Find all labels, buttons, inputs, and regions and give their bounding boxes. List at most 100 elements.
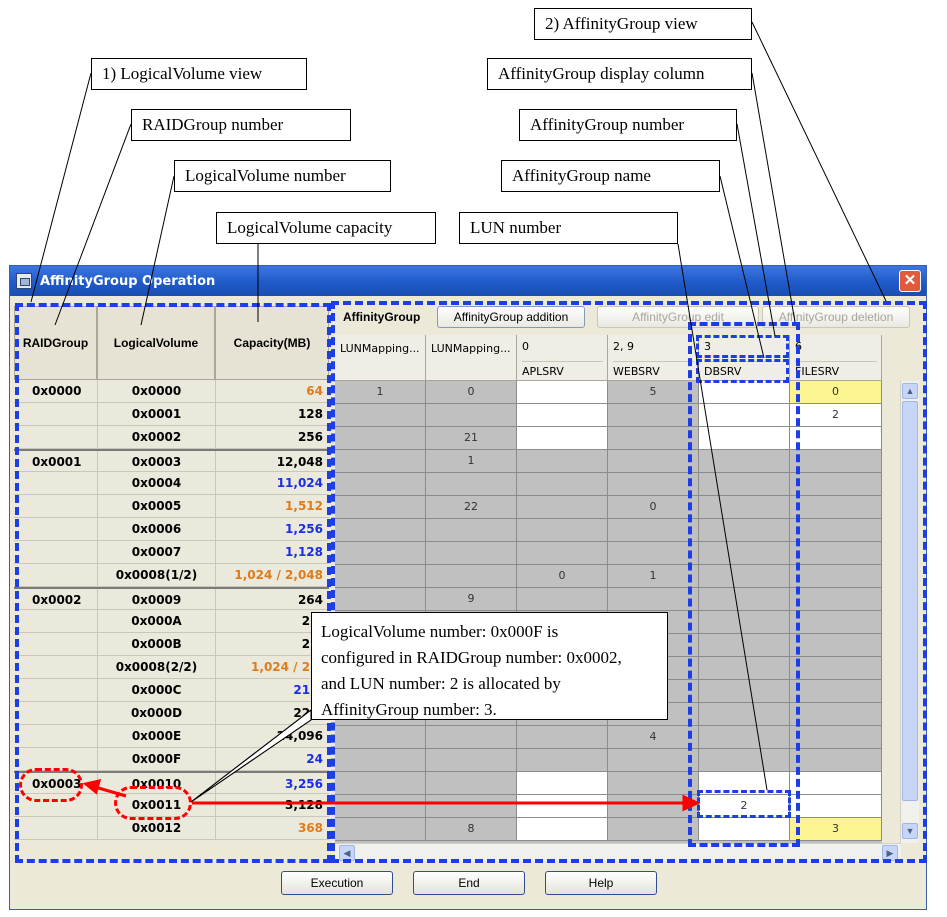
- lun-cell[interactable]: 21: [426, 427, 517, 450]
- close-button[interactable]: ✕: [899, 270, 921, 292]
- lun-cell[interactable]: [790, 726, 882, 749]
- lun-cell[interactable]: [699, 657, 790, 680]
- lun-cell[interactable]: [790, 772, 882, 795]
- lun-cell[interactable]: [608, 519, 699, 542]
- lun-cell[interactable]: [790, 634, 882, 657]
- lun-cell[interactable]: [517, 588, 608, 611]
- lun-cell[interactable]: [790, 427, 882, 450]
- lun-cell[interactable]: [335, 542, 426, 565]
- lun-cell[interactable]: 0: [517, 565, 608, 588]
- lun-cell[interactable]: [699, 473, 790, 496]
- lun-cell[interactable]: [517, 473, 608, 496]
- lun-cell[interactable]: [699, 588, 790, 611]
- lun-cell[interactable]: 22: [426, 496, 517, 519]
- column-header-raidgroup[interactable]: RAIDGroup: [14, 306, 97, 380]
- lun-cell[interactable]: [335, 749, 426, 772]
- lun-cell[interactable]: [426, 772, 517, 795]
- lun-cell[interactable]: [790, 680, 882, 703]
- lun-cell[interactable]: [426, 565, 517, 588]
- lun-cell[interactable]: 4: [608, 726, 699, 749]
- lun-cell[interactable]: 0: [790, 381, 882, 404]
- lun-cell[interactable]: 3: [790, 818, 882, 841]
- column-header-logicalvolume[interactable]: LogicalVolume: [97, 306, 215, 380]
- lun-cell[interactable]: [517, 381, 608, 404]
- lun-cell[interactable]: [335, 818, 426, 841]
- lun-cell[interactable]: [426, 795, 517, 818]
- logicalvolume-row[interactable]: 0x0008(2/2)1,024 / 2,0: [14, 656, 329, 679]
- lun-cell[interactable]: [699, 404, 790, 427]
- lun-cell[interactable]: 2: [790, 404, 882, 427]
- lun-cell[interactable]: [517, 772, 608, 795]
- lun-cell[interactable]: [426, 519, 517, 542]
- lun-cell[interactable]: [699, 542, 790, 565]
- lun-cell[interactable]: [608, 749, 699, 772]
- lun-cell[interactable]: [699, 818, 790, 841]
- lun-cell[interactable]: [608, 404, 699, 427]
- lun-cell[interactable]: [426, 473, 517, 496]
- lun-cell[interactable]: [790, 496, 882, 519]
- lun-cell[interactable]: [790, 611, 882, 634]
- lun-cell[interactable]: [426, 726, 517, 749]
- lun-cell[interactable]: 5: [608, 381, 699, 404]
- lun-cell[interactable]: [608, 427, 699, 450]
- lun-cell[interactable]: [517, 795, 608, 818]
- lun-cell[interactable]: [790, 657, 882, 680]
- lun-cell[interactable]: [699, 703, 790, 726]
- lun-cell[interactable]: [335, 496, 426, 519]
- affinitygroup-addition-button[interactable]: AffinityGroup addition: [437, 306, 585, 328]
- lun-cell[interactable]: [790, 519, 882, 542]
- end-button[interactable]: End: [413, 871, 525, 895]
- lun-cell[interactable]: [790, 795, 882, 818]
- lun-cell[interactable]: [335, 519, 426, 542]
- lun-cell[interactable]: [517, 519, 608, 542]
- affinitygroup-column-header[interactable]: LUNMapping...: [335, 335, 426, 381]
- lun-cell[interactable]: [790, 565, 882, 588]
- lun-cell[interactable]: [426, 404, 517, 427]
- lun-cell[interactable]: [517, 749, 608, 772]
- lun-cell[interactable]: 0: [608, 496, 699, 519]
- lun-cell[interactable]: [790, 542, 882, 565]
- execution-button[interactable]: Execution: [281, 871, 393, 895]
- lun-cell[interactable]: [790, 749, 882, 772]
- lun-cell[interactable]: [608, 818, 699, 841]
- lun-cell[interactable]: [699, 450, 790, 473]
- lun-cell[interactable]: [699, 726, 790, 749]
- lun-cell[interactable]: [699, 381, 790, 404]
- lun-cell[interactable]: [517, 818, 608, 841]
- lun-cell[interactable]: 9: [426, 588, 517, 611]
- logicalvolume-row[interactable]: 0x0008(1/2)1,024 / 2,048: [14, 564, 329, 587]
- lun-cell[interactable]: [335, 588, 426, 611]
- lun-cell[interactable]: [608, 450, 699, 473]
- lun-cell[interactable]: [790, 473, 882, 496]
- lun-cell[interactable]: [335, 427, 426, 450]
- vertical-scrollbar[interactable]: ▲ ▼: [900, 381, 919, 843]
- lun-cell[interactable]: [608, 772, 699, 795]
- lun-cell[interactable]: [335, 473, 426, 496]
- lun-cell[interactable]: [517, 542, 608, 565]
- lun-cell[interactable]: 1: [608, 565, 699, 588]
- lun-cell[interactable]: [699, 634, 790, 657]
- lun-cell[interactable]: [335, 726, 426, 749]
- lun-cell[interactable]: [426, 749, 517, 772]
- lun-cell[interactable]: [335, 795, 426, 818]
- lun-cell[interactable]: [699, 680, 790, 703]
- scroll-up-icon[interactable]: ▲: [902, 383, 918, 399]
- lun-cell[interactable]: [790, 703, 882, 726]
- lun-cell[interactable]: 1: [335, 381, 426, 404]
- lun-cell[interactable]: [426, 542, 517, 565]
- lun-cell[interactable]: [790, 588, 882, 611]
- lun-cell[interactable]: [335, 565, 426, 588]
- affinitygroup-deletion-button[interactable]: AffinityGroup deletion: [762, 306, 910, 328]
- vertical-scroll-thumb[interactable]: [902, 401, 918, 801]
- lun-cell[interactable]: [699, 749, 790, 772]
